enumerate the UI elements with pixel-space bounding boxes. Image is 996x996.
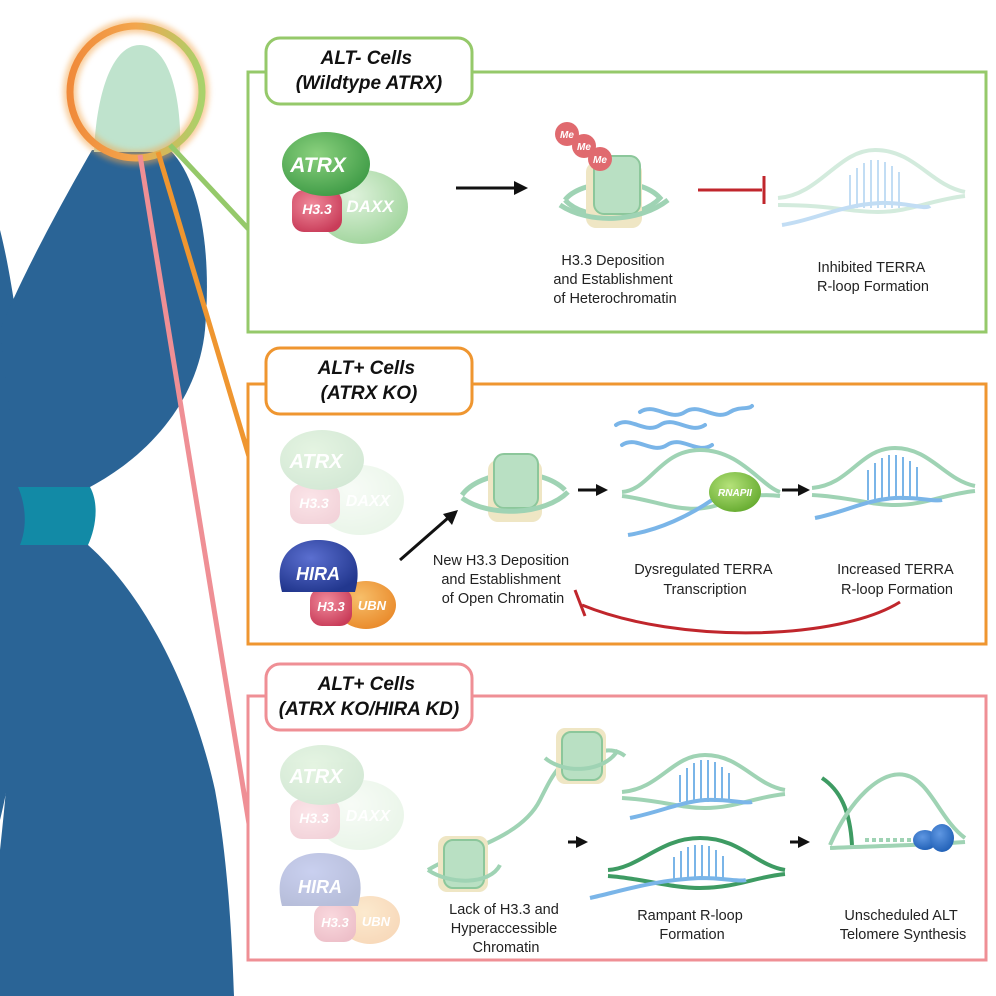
arrow-head bbox=[798, 484, 810, 496]
caption-inhibited: Inhibited TERRA R-loop Formation bbox=[817, 260, 929, 295]
hira-protein bbox=[279, 540, 358, 592]
nucleosome-lower bbox=[426, 836, 502, 892]
feedback-inhibit-curve bbox=[581, 600, 901, 635]
hyperaccessible-chromatin bbox=[426, 728, 627, 892]
faded-atrx-daxx-complex: ATRX H3.3 DAXX bbox=[280, 745, 404, 850]
caption-rampant: Rampant R-loop Formation bbox=[637, 908, 747, 943]
h33-label: H3.3 bbox=[302, 201, 332, 217]
caption-new-deposition: New H3.3 Deposition and Establishment of… bbox=[433, 553, 573, 607]
daxx-label: DAXX bbox=[346, 197, 395, 216]
arrow-head bbox=[576, 836, 588, 848]
telomere-cap bbox=[94, 45, 181, 152]
panel-alt-negative: ALT- Cells (Wildtype ATRX) ATRX H3.3 DAX… bbox=[246, 36, 988, 334]
hira-label: HIRA bbox=[296, 564, 340, 584]
arrow-head bbox=[443, 510, 458, 525]
panel-title: ALT+ Cells (ATRX KO) bbox=[317, 358, 421, 404]
feedback-inhibit-bar bbox=[573, 589, 587, 617]
h33-protein bbox=[314, 904, 356, 942]
hira-complex: HIRA H3.3 UBN bbox=[279, 540, 396, 629]
r-loop bbox=[811, 445, 976, 520]
panel-title-box bbox=[264, 662, 474, 732]
methyl-mark-1 bbox=[555, 122, 579, 146]
terra-transcripts bbox=[614, 404, 754, 450]
h33-label: H3.3 bbox=[321, 915, 349, 930]
arrow-head bbox=[514, 181, 528, 195]
atrx-protein bbox=[280, 745, 364, 805]
hira-protein bbox=[279, 853, 361, 906]
rampant-r-loops bbox=[589, 752, 786, 900]
chromosome-upper-arm bbox=[0, 150, 207, 487]
h33-protein bbox=[290, 484, 340, 524]
panel-title-box bbox=[264, 346, 474, 416]
chromosome-lower-arm bbox=[0, 545, 234, 996]
methylated-nucleosome: Me Me Me bbox=[555, 122, 670, 228]
methyl-mark-3 bbox=[588, 147, 612, 171]
h33-protein bbox=[310, 588, 352, 626]
panel-title: ALT+ Cells (ATRX KO/HIRA KD) bbox=[279, 674, 459, 720]
arrow-head bbox=[596, 484, 608, 496]
atrx-protein bbox=[280, 430, 364, 490]
nucleosome bbox=[459, 453, 570, 522]
h33-protein bbox=[290, 799, 340, 839]
faded-r-loop bbox=[777, 147, 966, 227]
caption-dysregulated: Dysregulated TERRA Transcription bbox=[634, 562, 776, 598]
hira-label: HIRA bbox=[298, 877, 342, 897]
methyl-mark-2 bbox=[572, 134, 596, 158]
daxx-label: DAXX bbox=[346, 493, 392, 510]
faded-atrx-daxx-complex: ATRX H3.3 DAXX bbox=[280, 430, 404, 535]
polymerase-body bbox=[930, 824, 954, 852]
rnapii-label: RNAPII bbox=[718, 488, 752, 499]
caption-unscheduled: Unscheduled ALT Telomere Synthesis bbox=[840, 908, 967, 943]
h33-label: H3.3 bbox=[299, 810, 329, 826]
methyl-label-2: Me bbox=[577, 142, 591, 153]
telomere-magnifier-ring-inner bbox=[66, 22, 206, 162]
histone-front bbox=[493, 453, 539, 509]
daxx-label: DAXX bbox=[346, 808, 392, 825]
caption-increased: Increased TERRA R-loop Formation bbox=[837, 562, 957, 598]
ubn-label: UBN bbox=[362, 914, 391, 929]
alt-telomere-synthesis bbox=[820, 772, 967, 852]
caption-deposition: H3.3 Deposition and Establishment of Het… bbox=[553, 253, 676, 307]
faded-hira-complex: HIRA H3.3 UBN bbox=[279, 853, 400, 944]
atrx-label: ATRX bbox=[289, 154, 348, 177]
connector-pink bbox=[137, 154, 253, 831]
arrow-head bbox=[798, 836, 810, 848]
chromosome-centromere bbox=[18, 487, 96, 545]
h33-label: H3.3 bbox=[299, 495, 329, 511]
ubn-label: UBN bbox=[358, 598, 387, 613]
methyl-label-1: Me bbox=[560, 130, 574, 141]
histone-front bbox=[593, 155, 641, 215]
h33-label: H3.3 bbox=[317, 599, 345, 614]
rnapii-protein bbox=[709, 472, 761, 512]
arrow-diagonal bbox=[399, 516, 449, 562]
panel-title: ALT- Cells (Wildtype ATRX) bbox=[296, 48, 443, 94]
panel-title-box bbox=[264, 36, 474, 106]
methyl-label-3: Me bbox=[593, 155, 607, 166]
connector-orange bbox=[155, 151, 265, 501]
caption-lack: Lack of H3.3 and Hyperaccessible Chromat… bbox=[449, 902, 563, 956]
transcription-bubble: RNAPII bbox=[621, 447, 781, 537]
panel-alt-positive-atrx-ko-hira-kd: ALT+ Cells (ATRX KO/HIRA KD) ATRX H3.3 D… bbox=[246, 662, 988, 962]
dna-wrap-front bbox=[558, 198, 670, 221]
atrx-label: ATRX bbox=[289, 451, 345, 473]
atrx-protein bbox=[282, 132, 370, 196]
panel-alt-positive-atrx-ko: ALT+ Cells (ATRX KO) ATRX H3.3 DAXX HIRA… bbox=[246, 346, 988, 646]
h33-protein bbox=[292, 190, 342, 232]
nucleosome-upper bbox=[543, 728, 620, 784]
atrx-daxx-complex: ATRX H3.3 DAXX bbox=[282, 132, 408, 244]
atrx-label: ATRX bbox=[289, 766, 345, 788]
